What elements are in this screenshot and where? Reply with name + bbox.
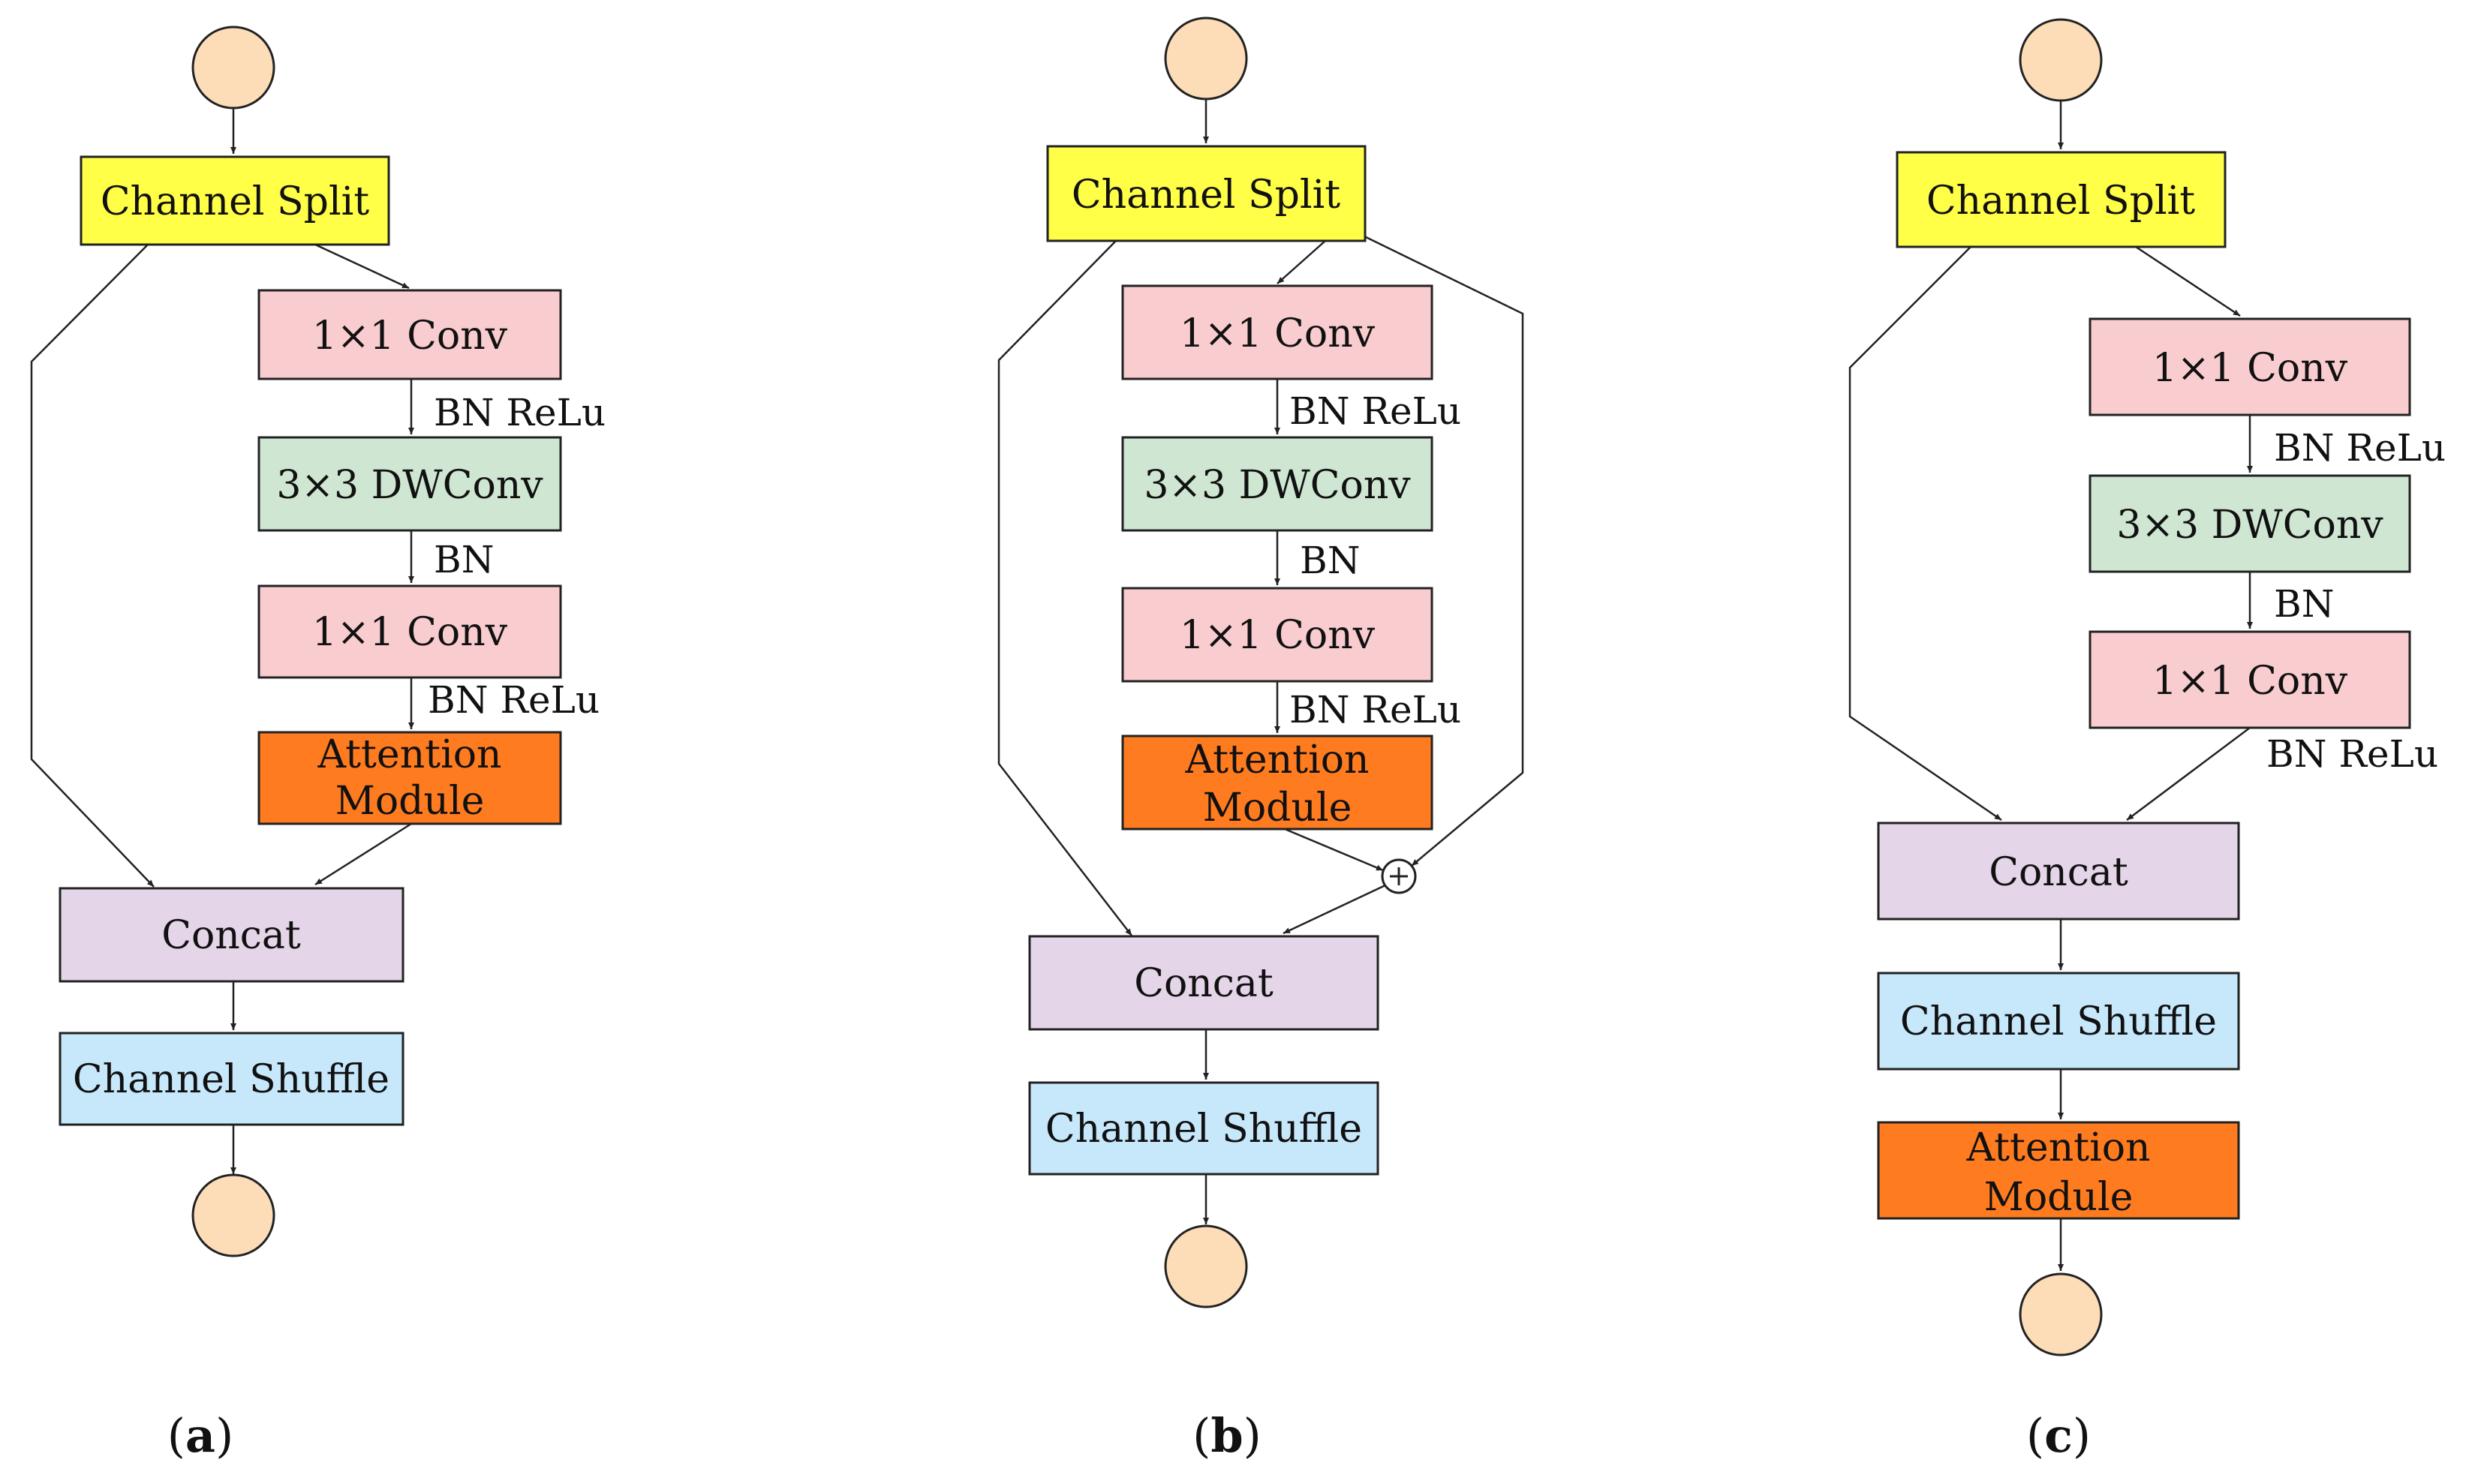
- panel-b-attention-label-line1: Attention: [1184, 737, 1369, 783]
- panel-c-channel-shuffle-box: [1877, 972, 2240, 1071]
- panel-b-channel-shuffle-box: [1028, 1081, 1379, 1176]
- panel-b-bn-relu-label-1: BN ReLu: [1289, 389, 1461, 433]
- panel-b-output-node: [1164, 1224, 1248, 1308]
- panel-b-conv1x1-label-2: 1×1 Conv: [1180, 613, 1376, 658]
- panel-a-channel-shuffle-box: [59, 1032, 404, 1126]
- panel-b-channel-shuffle-label: Channel Shuffle: [1045, 1107, 1362, 1152]
- panel-c-input-node: [2019, 18, 2103, 102]
- panel-c-output-node: [2019, 1272, 2103, 1356]
- panel-c-conv1x1-box-1: [2089, 317, 2411, 416]
- panel-b-edge-attention-to-add: [1284, 828, 1384, 872]
- panel-b-edge-add-to-concat: [1283, 884, 1386, 935]
- panel-c-edge-split-to-conv1: [2135, 245, 2241, 317]
- panel-b-bn-label: BN: [1300, 539, 1361, 582]
- panel-a-conv1x1-box-1: [257, 289, 562, 380]
- panel-a-channel-split-box: [80, 155, 390, 246]
- panel-b-edge-split-to-conv1: [1277, 240, 1326, 284]
- panel-a-conv1x1-label-2: 1×1 Conv: [312, 610, 508, 655]
- panel-c-attention-label-line2: Module: [1984, 1175, 2134, 1220]
- panel-a-attention-label-line1: Attention: [317, 732, 501, 777]
- panel-c-caption: (c): [2026, 1408, 2091, 1463]
- panel-a-bn-relu-label-1: BN ReLu: [434, 391, 606, 434]
- panel-a-dwconv-label: 3×3 DWConv: [276, 463, 543, 508]
- panel-c-conv1x1-box-2: [2089, 630, 2411, 729]
- panel-b-edge-split-left-branch: [997, 240, 1132, 936]
- panel-b-channel-split-label: Channel Split: [1072, 173, 1340, 218]
- panel-c-dwconv-box: [2089, 474, 2411, 573]
- panel-b-conv1x1-label-1: 1×1 Conv: [1180, 311, 1376, 356]
- panel-b-attention-module-box: [1121, 734, 1433, 831]
- panel-c-bn-relu-label-1: BN ReLu: [2274, 426, 2446, 470]
- panel-a-conv1x1-label-1: 1×1 Conv: [312, 314, 508, 359]
- panel-b-channel-split-box: [1046, 145, 1367, 242]
- panel-a-dwconv-box: [257, 436, 562, 532]
- panel-a-bn-label: BN: [434, 538, 495, 581]
- panel-c-bn-relu-label-2: BN ReLu: [2266, 732, 2438, 776]
- panel-b-dwconv-label: 3×3 DWConv: [1144, 463, 1411, 508]
- panel-b-concat-label: Concat: [1134, 961, 1274, 1006]
- panel-c: Channel Split 1×1 Conv BN ReLu 3×3 DWCon…: [1848, 18, 2446, 1463]
- panel-a-bn-relu-label-2: BN ReLu: [428, 678, 600, 722]
- panel-a-output-node: [191, 1173, 275, 1257]
- panel-b-input-node: [1164, 17, 1248, 101]
- panel-b-attention-label-line2: Module: [1203, 786, 1352, 831]
- panel-c-bn-label: BN: [2274, 582, 2335, 626]
- panel-c-channel-shuffle-label: Channel Shuffle: [1900, 999, 2217, 1044]
- panel-c-edge-split-left-branch: [1848, 246, 2002, 822]
- panel-a-input-node: [191, 26, 275, 110]
- panel-c-channel-split-label: Channel Split: [1926, 179, 2195, 224]
- panel-b-concat-box: [1028, 935, 1379, 1031]
- panel-a-concat-label: Concat: [161, 913, 301, 958]
- panel-b: Channel Split 1×1 Conv BN ReLu 3×3 DWCon…: [997, 17, 1524, 1463]
- panel-c-attention-label-line1: Attention: [1965, 1125, 2150, 1170]
- panel-a-edge-attention-to-concat: [314, 822, 412, 886]
- panel-a-edge-split-left-branch: [30, 244, 155, 888]
- panel-c-conv1x1-label-2: 1×1 Conv: [2152, 659, 2348, 704]
- panel-a-channel-shuffle-label: Channel Shuffle: [73, 1057, 389, 1102]
- panel-a-attention-module-box: [257, 731, 562, 825]
- panel-c-attention-module-box: [1877, 1121, 2240, 1220]
- panel-c-concat-label: Concat: [1989, 850, 2128, 895]
- panel-b-conv1x1-box-2: [1121, 587, 1433, 683]
- panel-c-edge-conv2-to-concat: [2126, 727, 2251, 821]
- panel-c-concat-box: [1877, 822, 2240, 921]
- panel-a-edge-split-to-conv1: [314, 243, 410, 290]
- panel-a-conv1x1-box-2: [257, 584, 562, 679]
- panel-b-dwconv-box: [1121, 436, 1433, 532]
- panel-a-channel-split-label: Channel Split: [101, 179, 369, 224]
- panel-b-edge-split-right-branch: [1365, 236, 1524, 867]
- panel-a-concat-box: [59, 887, 404, 983]
- panel-a-caption: (a): [167, 1408, 234, 1463]
- panel-c-dwconv-label: 3×3 DWConv: [2116, 503, 2383, 548]
- panel-b-bn-relu-label-2: BN ReLu: [1289, 688, 1461, 731]
- panel-a-attention-label-line2: Module: [335, 779, 485, 824]
- panel-a: Channel Split 1×1 Conv BN ReLu 3×3 DWCon…: [30, 26, 606, 1463]
- panel-c-channel-split-box: [1896, 151, 2227, 248]
- panel-c-conv1x1-label-1: 1×1 Conv: [2152, 346, 2348, 391]
- panel-b-caption: (b): [1192, 1408, 1262, 1463]
